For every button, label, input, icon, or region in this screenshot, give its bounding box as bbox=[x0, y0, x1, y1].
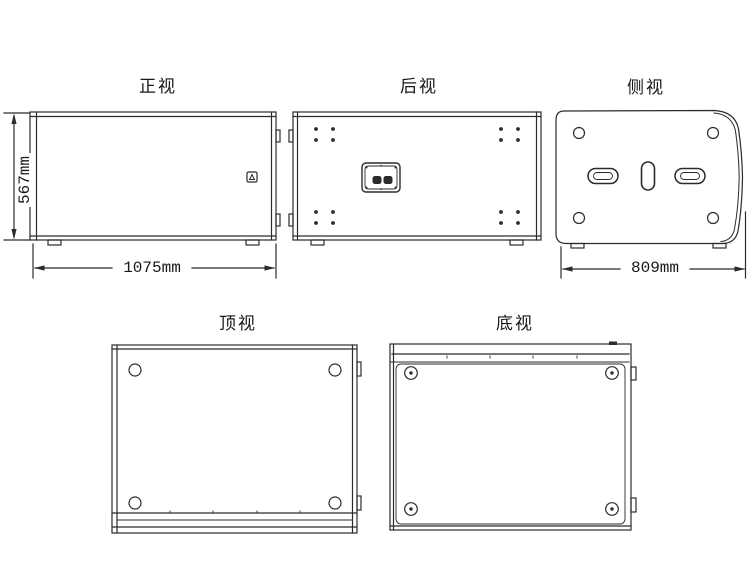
depth-arrow-right bbox=[734, 266, 745, 272]
depth-dimension-label: 809mm bbox=[627, 259, 683, 277]
height-arrow-up bbox=[11, 113, 17, 124]
bottom-right-bottom-latch bbox=[630, 497, 637, 513]
top-grille-edge-strip bbox=[111, 510, 358, 528]
side-handle-slot-left bbox=[587, 167, 619, 185]
side-cabinet-outline bbox=[555, 109, 744, 245]
width-arrow-left bbox=[34, 265, 45, 271]
bottom-rubber-feet bbox=[404, 366, 619, 516]
side-mount-hole-top-right bbox=[706, 126, 720, 140]
top-view-drawing bbox=[111, 344, 362, 534]
width-arrow-right bbox=[264, 265, 275, 271]
bottom-view-drawing bbox=[389, 341, 637, 531]
rear-left-bottom-latch bbox=[288, 213, 294, 227]
depth-arrow-left bbox=[562, 266, 573, 272]
front-cabinet-outline bbox=[29, 111, 277, 241]
top-rigging-hole-top-left bbox=[128, 363, 142, 377]
front-right-foot bbox=[245, 239, 260, 246]
connector-panel bbox=[361, 162, 401, 193]
side-view-drawing bbox=[555, 109, 744, 249]
bottom-top-edge-tab bbox=[609, 341, 617, 345]
bottom-right-top-latch bbox=[630, 366, 637, 381]
top-cabinet-outline bbox=[111, 344, 358, 534]
width-dimension-label: 1075mm bbox=[120, 259, 184, 277]
side-front-seam-curve bbox=[713, 112, 740, 243]
rear-cabinet-outline bbox=[292, 111, 542, 241]
depth-dimension bbox=[560, 211, 747, 279]
top-rigging-hole-bottom-right bbox=[328, 496, 342, 510]
rigging-screw-holes bbox=[314, 127, 520, 225]
side-mount-hole-bottom-left bbox=[572, 211, 586, 225]
rear-view-drawing bbox=[288, 111, 542, 246]
width-dimension bbox=[32, 243, 277, 279]
brand-badge-icon bbox=[246, 171, 258, 183]
side-left-foot bbox=[570, 242, 585, 249]
speakon-connector-right bbox=[383, 176, 393, 184]
front-view-title: 正视 bbox=[139, 77, 177, 97]
top-right-bottom-latch bbox=[356, 495, 362, 511]
top-rigging-hole-top-right bbox=[328, 363, 342, 377]
height-dimension bbox=[3, 112, 31, 241]
front-view-drawing bbox=[29, 111, 281, 246]
side-center-slot bbox=[640, 161, 656, 191]
rear-left-foot bbox=[310, 239, 325, 246]
front-left-foot bbox=[47, 239, 62, 246]
top-view-title: 顶视 bbox=[219, 314, 257, 334]
front-right-bottom-latch bbox=[275, 213, 281, 227]
top-rigging-hole-bottom-left bbox=[128, 496, 142, 510]
height-arrow-down bbox=[11, 229, 17, 240]
side-view-title: 侧视 bbox=[627, 78, 665, 98]
bottom-panel-inner-outline bbox=[395, 363, 626, 525]
front-right-top-latch bbox=[275, 129, 281, 143]
side-handle-slot-right bbox=[674, 167, 706, 185]
connector-panel-screws bbox=[365, 164, 397, 191]
bottom-grille-edge-strip bbox=[390, 353, 630, 363]
side-mount-hole-top-left bbox=[572, 126, 586, 140]
rear-view-title: 后视 bbox=[400, 77, 438, 97]
side-right-foot bbox=[712, 242, 727, 249]
speakon-connector-left bbox=[372, 176, 382, 184]
height-dimension-label: 567mm bbox=[16, 152, 34, 208]
bottom-view-title: 底视 bbox=[496, 314, 534, 334]
side-mount-hole-bottom-right bbox=[706, 211, 720, 225]
rear-right-foot bbox=[509, 239, 524, 246]
bottom-cabinet-outline bbox=[389, 343, 632, 531]
rear-left-top-latch bbox=[288, 129, 294, 143]
top-right-top-latch bbox=[356, 361, 362, 377]
